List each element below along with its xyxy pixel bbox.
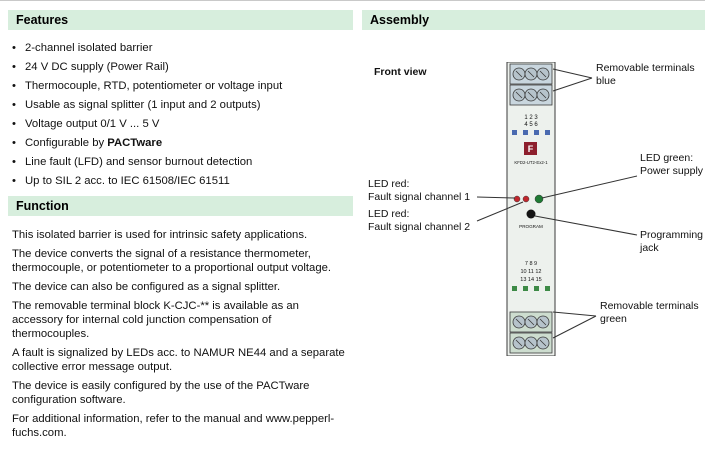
brand-logo-icon xyxy=(524,142,537,155)
feature-text: Configurable by xyxy=(25,137,108,149)
callout-text: LED red: xyxy=(368,208,410,220)
feature-text: Line fault (LFD) and sensor burnout dete… xyxy=(25,156,253,168)
function-paragraph: The device is easily configured by the u… xyxy=(12,380,310,406)
callout-programming-jack: Programming jack xyxy=(640,229,705,255)
callout-led-green: LED green: Power supply xyxy=(640,152,703,178)
terminal-block-bottom-green xyxy=(509,311,553,354)
function-title: Function xyxy=(16,199,69,213)
function-paragraph: The device converts the signal of a resi… xyxy=(12,248,332,274)
callout-led-red-2: LED red: Fault signal channel 2 xyxy=(368,208,470,234)
callout-text: blue xyxy=(596,75,616,87)
function-paragraph: A fault is signalized by LEDs acc. to NA… xyxy=(12,347,345,373)
led-green-power-icon xyxy=(534,194,544,204)
function-paragraph: This isolated barrier is used for intrin… xyxy=(12,229,308,241)
callout-text: Power supply xyxy=(640,165,704,177)
feature-item: 2-channel isolated barrier xyxy=(12,39,353,58)
callout-terminals-green: Removable terminals green xyxy=(600,300,699,326)
top-terminal-numbers-row2: 4 5 6 xyxy=(524,122,538,128)
terminal-block-top-blue xyxy=(509,63,553,106)
callout-text: Fault signal channel 1 xyxy=(368,191,471,203)
features-list: 2-channel isolated barrier 24 V DC suppl… xyxy=(8,39,353,191)
led-red-channel1-icon xyxy=(513,195,521,203)
function-text: This isolated barrier is used for intrin… xyxy=(8,228,350,440)
bottom-terminal-numbers-row3: 13 14 15 xyxy=(520,277,541,283)
assembly-title: Assembly xyxy=(370,13,430,27)
function-paragraph: For additional information, refer to the… xyxy=(12,413,335,439)
green-terminal-color-squares xyxy=(512,286,550,291)
callout-text: LED green: xyxy=(640,152,694,164)
left-column: Features 2-channel isolated barrier 24 V… xyxy=(8,10,353,445)
leader-terminals-blue-2 xyxy=(552,77,593,92)
front-view-label: Front view xyxy=(374,66,427,78)
device-front-view: 1 2 3 4 5 6 F KFD2-UT2-Ex2-1 PROGRAM 7 8… xyxy=(506,62,556,356)
leader-terminals-green-1 xyxy=(552,311,597,317)
feature-item: Thermocouple, RTD, potentiometer or volt… xyxy=(12,77,353,96)
page-top-rule xyxy=(0,0,705,1)
callout-text: Removable terminals xyxy=(596,62,695,74)
features-title: Features xyxy=(16,13,69,27)
feature-text-bold: PACTware xyxy=(107,137,163,149)
feature-item: Usable as signal splitter (1 input and 2… xyxy=(12,96,353,115)
brand-logo-letter: F xyxy=(528,144,534,154)
feature-item: Voltage output 0/1 V ... 5 V xyxy=(12,115,353,134)
top-terminal-numbers-row1: 1 2 3 xyxy=(524,115,538,121)
function-paragraph: The device can also be configured as a s… xyxy=(12,281,281,293)
callout-text: LED red: xyxy=(368,178,410,190)
device-model-label: KFD2-UT2-Ex2-1 xyxy=(514,160,548,165)
feature-text: Voltage output 0/1 V ... 5 V xyxy=(25,118,160,130)
led-red-channel2-icon xyxy=(522,195,530,203)
programming-jack-icon xyxy=(526,209,536,219)
feature-item: Up to SIL 2 acc. to IEC 61508/IEC 61511 xyxy=(12,172,353,191)
callout-led-red-1: LED red: Fault signal channel 1 xyxy=(368,178,470,204)
feature-item: Line fault (LFD) and sensor burnout dete… xyxy=(12,153,353,172)
callout-text: green xyxy=(600,313,627,325)
assembly-header: Assembly xyxy=(362,10,705,30)
feature-item: Configurable by PACTware xyxy=(12,134,353,153)
function-header: Function xyxy=(8,196,353,216)
leader-terminals-blue-1 xyxy=(552,68,593,79)
callout-text: Programming jack xyxy=(640,229,704,254)
program-label: PROGRAM xyxy=(519,224,543,229)
feature-item: 24 V DC supply (Power Rail) xyxy=(12,58,353,77)
feature-text: Usable as signal splitter (1 input and 2… xyxy=(25,99,261,111)
feature-text: 2-channel isolated barrier xyxy=(25,42,153,54)
feature-text: Up to SIL 2 acc. to IEC 61508/IEC 61511 xyxy=(25,175,230,187)
bottom-terminal-numbers-row2: 10 11 12 xyxy=(520,269,541,275)
leader-terminals-green-2 xyxy=(552,315,597,339)
callout-text: Fault signal channel 2 xyxy=(368,221,471,233)
feature-text: Thermocouple, RTD, potentiometer or volt… xyxy=(25,80,283,92)
callout-terminals-blue: Removable terminals blue xyxy=(596,62,695,88)
callout-text: Removable terminals xyxy=(600,300,699,312)
function-paragraph: The removable terminal block K-CJC-** is… xyxy=(12,300,299,340)
blue-terminal-color-squares xyxy=(512,130,550,135)
features-header: Features xyxy=(8,10,353,30)
bottom-terminal-numbers-row1: 7 8 9 xyxy=(525,261,537,267)
feature-text: 24 V DC supply (Power Rail) xyxy=(25,61,169,73)
